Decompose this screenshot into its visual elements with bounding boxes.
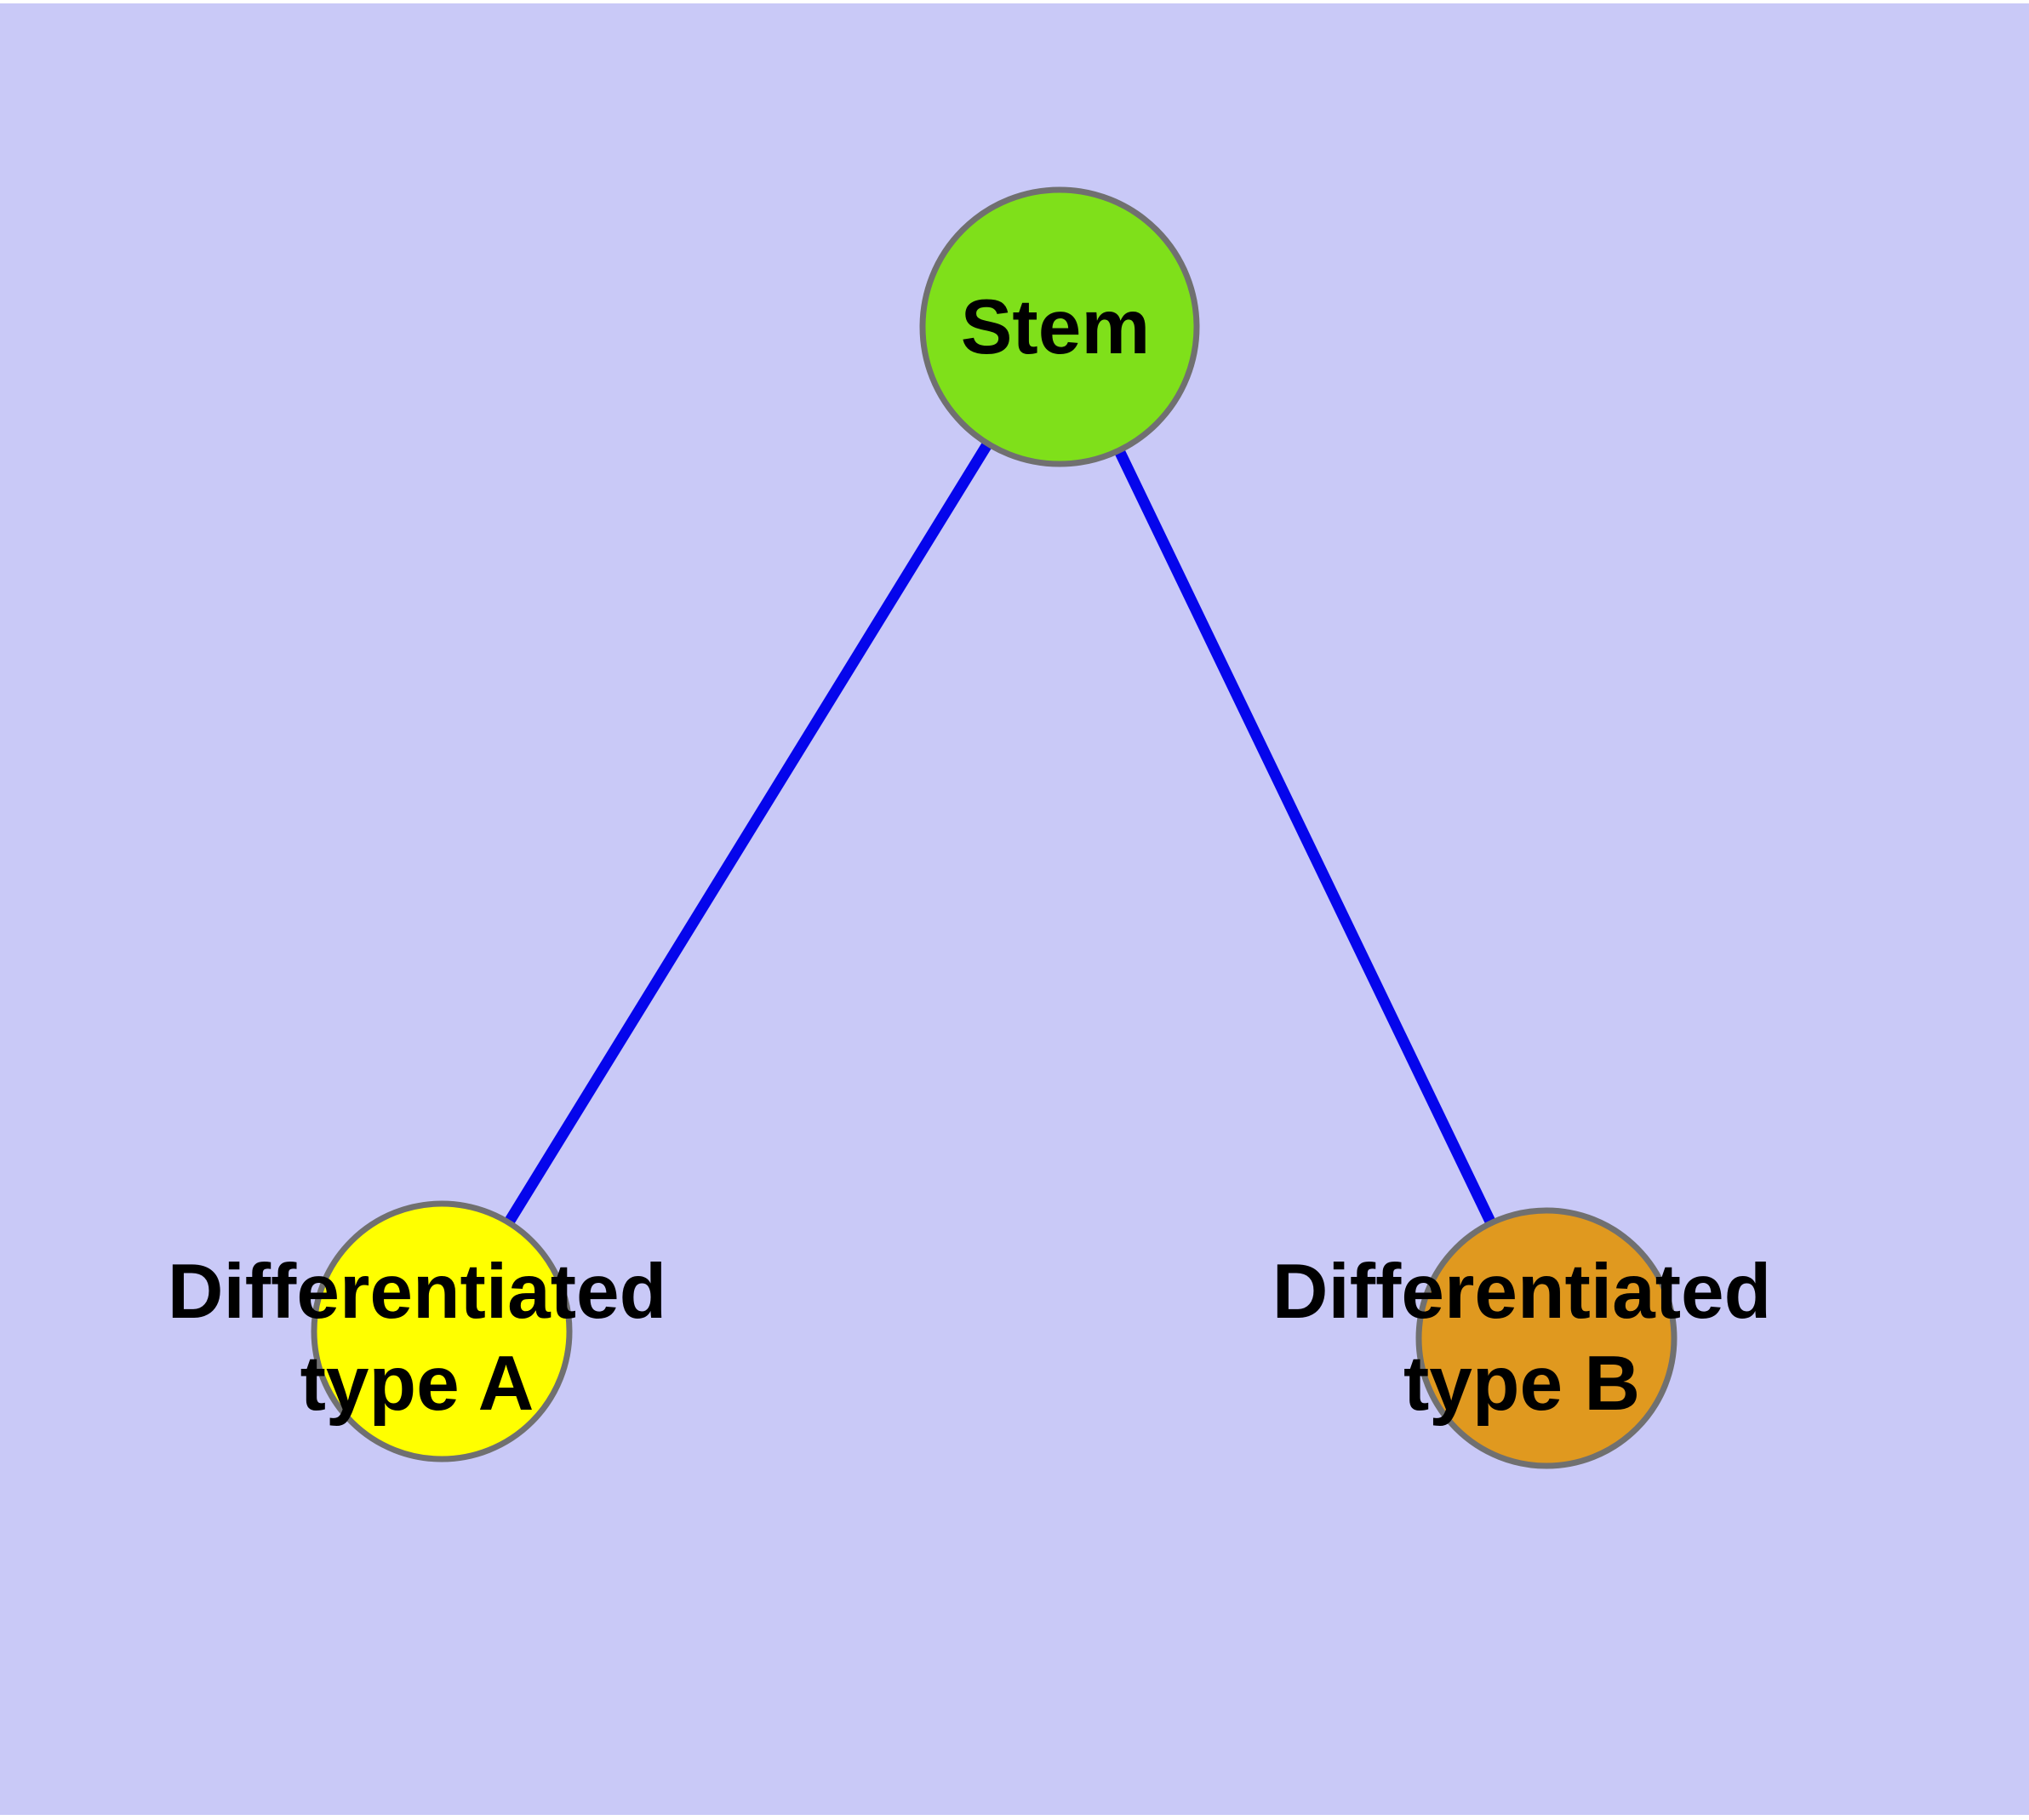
node-differentiated-type-b-label-line1: Differentiated [1272, 1249, 1772, 1335]
node-differentiated-type-b-label-line2: type B [1403, 1341, 1640, 1427]
node-stem-circle[interactable] [919, 186, 1200, 467]
node-stem-label: Stem [961, 284, 1151, 370]
node-differentiated-type-a[interactable]: Differentiated type A [168, 1200, 667, 1462]
edge-stem-to-type-b[interactable] [1055, 324, 1552, 1341]
edge-stem-to-type-a[interactable] [437, 323, 1065, 1335]
node-differentiated-type-b[interactable]: Differentiated type B [1272, 1207, 1772, 1469]
node-differentiated-type-a-label-line2: type A [300, 1341, 534, 1427]
node-differentiated-type-a-label-line1: Differentiated [168, 1249, 667, 1335]
node-stem[interactable]: Stem [919, 186, 1200, 467]
node-differentiated-type-a-circle[interactable] [311, 1200, 573, 1462]
edge-layer [437, 323, 1552, 1341]
node-differentiated-type-b-circle[interactable] [1415, 1207, 1677, 1469]
